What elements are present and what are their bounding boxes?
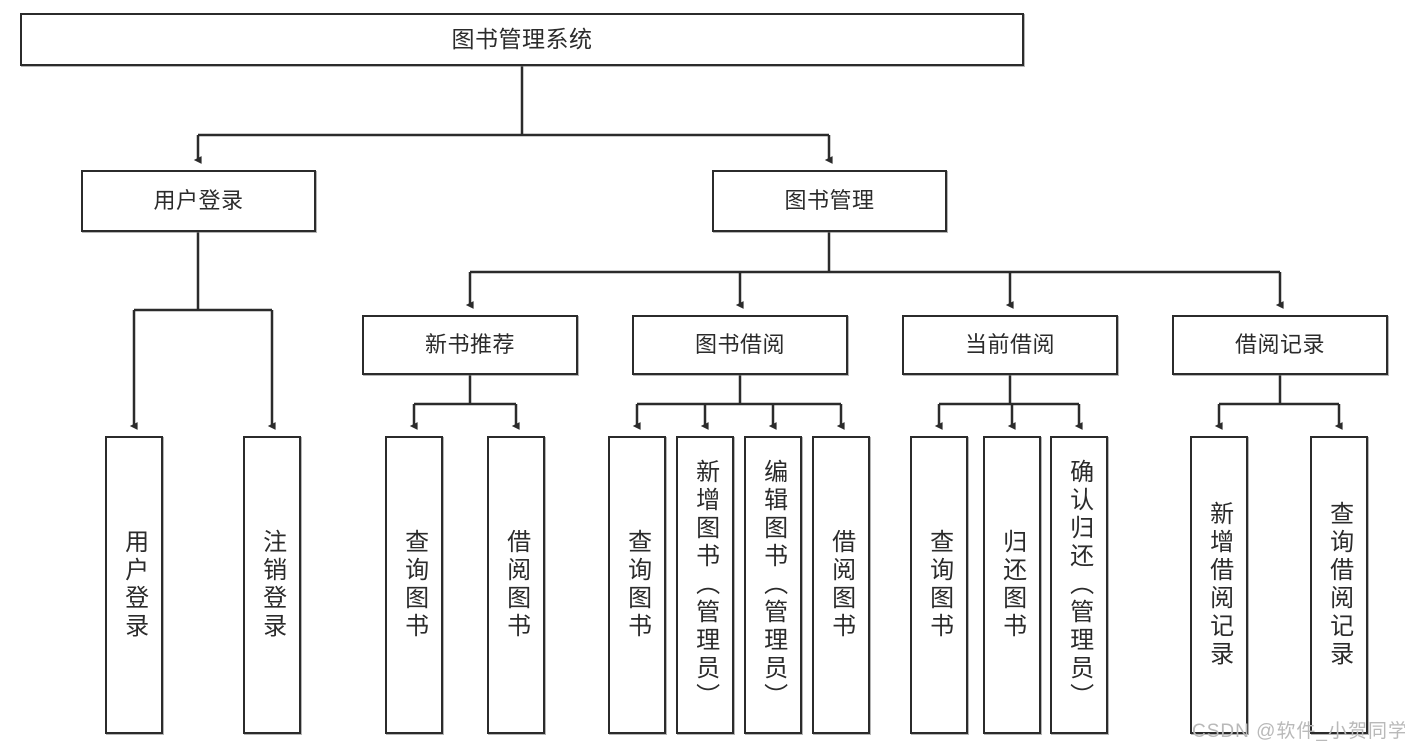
leaf-user-logout[interactable]: 注销登录 [243, 436, 301, 734]
node-user-login-label: 用户登录 [153, 188, 244, 214]
leaf-user-logout-label: 注销登录 [258, 529, 286, 641]
node-book-borrow[interactable]: 图书借阅 [632, 315, 848, 375]
node-borrow-record[interactable]: 借阅记录 [1172, 315, 1388, 375]
leaf-user-login[interactable]: 用户登录 [105, 436, 163, 734]
leaf-borrow-book[interactable]: 借阅图书 [812, 436, 870, 734]
node-new-book-recommend[interactable]: 新书推荐 [362, 315, 578, 375]
leaf-query-book-borrow-label: 查询图书 [623, 529, 651, 641]
leaf-query-book-current-label: 查询图书 [925, 529, 953, 641]
node-book-management-label: 图书管理 [784, 188, 875, 214]
csdn-watermark: CSDN @软件_小贺同学 [1192, 721, 1405, 742]
node-new-book-recommend-label: 新书推荐 [424, 332, 515, 358]
leaf-add-book-admin[interactable]: 新增图书（管理员） [676, 436, 734, 734]
leaf-borrow-book-recommend-label: 借阅图书 [502, 529, 530, 641]
leaf-confirm-return-admin[interactable]: 确认归还（管理员） [1050, 436, 1108, 734]
leaf-query-book-borrow[interactable]: 查询图书 [608, 436, 666, 734]
leaf-query-book-current[interactable]: 查询图书 [910, 436, 968, 734]
node-book-borrow-label: 图书借阅 [694, 332, 785, 358]
leaf-query-book-recommend-label: 查询图书 [400, 529, 428, 641]
leaf-borrow-book-label: 借阅图书 [827, 529, 855, 641]
node-current-borrow-label: 当前借阅 [964, 332, 1055, 358]
node-user-login[interactable]: 用户登录 [81, 170, 316, 232]
leaf-edit-book-admin[interactable]: 编辑图书（管理员） [744, 436, 802, 734]
leaf-query-borrow-record-label: 查询借阅记录 [1325, 501, 1353, 669]
leaf-edit-book-admin-label: 编辑图书（管理员） [759, 459, 787, 711]
leaf-add-borrow-record-label: 新增借阅记录 [1205, 501, 1233, 669]
leaf-query-book-recommend[interactable]: 查询图书 [385, 436, 443, 734]
node-current-borrow[interactable]: 当前借阅 [902, 315, 1118, 375]
node-root[interactable]: 图书管理系统 [20, 13, 1024, 66]
leaf-confirm-return-admin-label: 确认归还（管理员） [1065, 459, 1093, 711]
leaf-add-borrow-record[interactable]: 新增借阅记录 [1190, 436, 1248, 734]
leaf-return-book[interactable]: 归还图书 [983, 436, 1041, 734]
leaf-query-borrow-record[interactable]: 查询借阅记录 [1310, 436, 1368, 734]
leaf-user-login-label: 用户登录 [120, 529, 148, 641]
node-borrow-record-label: 借阅记录 [1234, 332, 1325, 358]
leaf-return-book-label: 归还图书 [998, 529, 1026, 641]
leaf-add-book-admin-label: 新增图书（管理员） [691, 459, 719, 711]
leaf-borrow-book-recommend[interactable]: 借阅图书 [487, 436, 545, 734]
node-root-label: 图书管理系统 [451, 25, 593, 52]
node-book-management[interactable]: 图书管理 [712, 170, 947, 232]
